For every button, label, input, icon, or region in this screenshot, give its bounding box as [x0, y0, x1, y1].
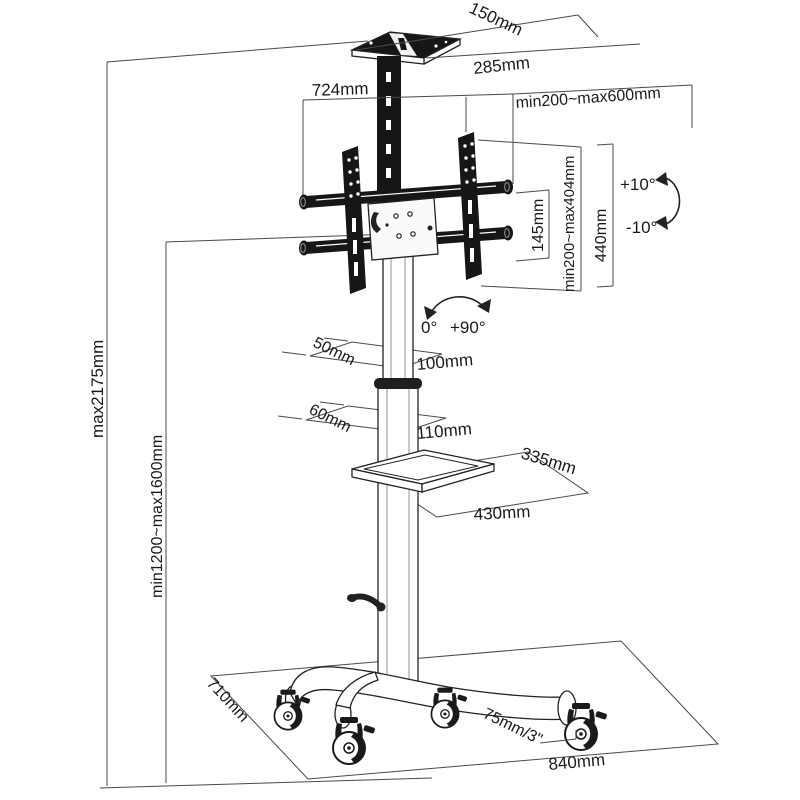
dim-label-top-tray-depth: 150mm [466, 0, 525, 40]
dim-label-swivel-min: 0° [421, 318, 437, 337]
pole-collar-ring [374, 378, 422, 389]
dim-label-rail-width: 724mm [311, 79, 368, 100]
height-dimension-lines [99, 40, 506, 789]
width-dimension-lines [302, 84, 693, 196]
dim-label-top-tray-width: 285mm [472, 53, 530, 78]
tv-bracket [299, 132, 513, 294]
dim-label-bracket-height: 440mm [593, 209, 610, 262]
tilt-arrow-down-icon [655, 216, 668, 230]
base-frame [284, 666, 577, 729]
mount-plate [367, 197, 439, 261]
dim-label-base-depth: 710mm [203, 675, 252, 726]
dim-label-upper-pole-width: 100mm [416, 350, 474, 374]
dim-label-max-height: max2175mm [88, 340, 107, 438]
dim-label-lower-pole-width: 110mm [416, 419, 473, 443]
dim-label-plate-spacing: 145mm [530, 199, 547, 252]
floor-plane [209, 640, 720, 780]
plate-knob [427, 225, 433, 231]
pole [374, 229, 422, 687]
bracket-dimension-lines [477, 139, 614, 292]
caster-front-right [564, 702, 609, 751]
dim-label-tilt-down: -10° [626, 218, 657, 237]
vesa-strip-left [342, 146, 366, 294]
dim-label-tilt-up: +10° [620, 175, 656, 194]
top-dimension-lines [355, 14, 641, 59]
vesa-strip-right [458, 132, 482, 280]
lock-lever [370, 212, 381, 233]
dim-label-base-width: 840mm [548, 750, 606, 774]
caster-front-left [332, 716, 377, 765]
dimension-labels: 150mm 285mm 724mm min200~max600mm 145mm … [88, 0, 661, 774]
swivel-arrow-right-icon [477, 299, 491, 313]
swivel-arc [424, 296, 491, 320]
crank-handle [347, 593, 386, 612]
caster-dimension-leader [539, 730, 577, 744]
dim-label-shelf-width: 430mm [473, 502, 531, 524]
tilt-arrow-up-icon [655, 172, 668, 186]
dim-label-vesa-width-range: min200~max600mm [515, 85, 661, 112]
dim-label-vesa-height-range: min200~max404mm [561, 156, 578, 292]
dim-label-tv-center-height: min1200~max1600mm [149, 435, 166, 598]
av-shelf [351, 449, 495, 493]
swivel-arrow-left-icon [424, 306, 437, 320]
dim-label-shelf-depth: 335mm [519, 444, 579, 479]
dim-label-swivel-max: +90° [450, 318, 486, 337]
tilt-arc [655, 172, 681, 230]
